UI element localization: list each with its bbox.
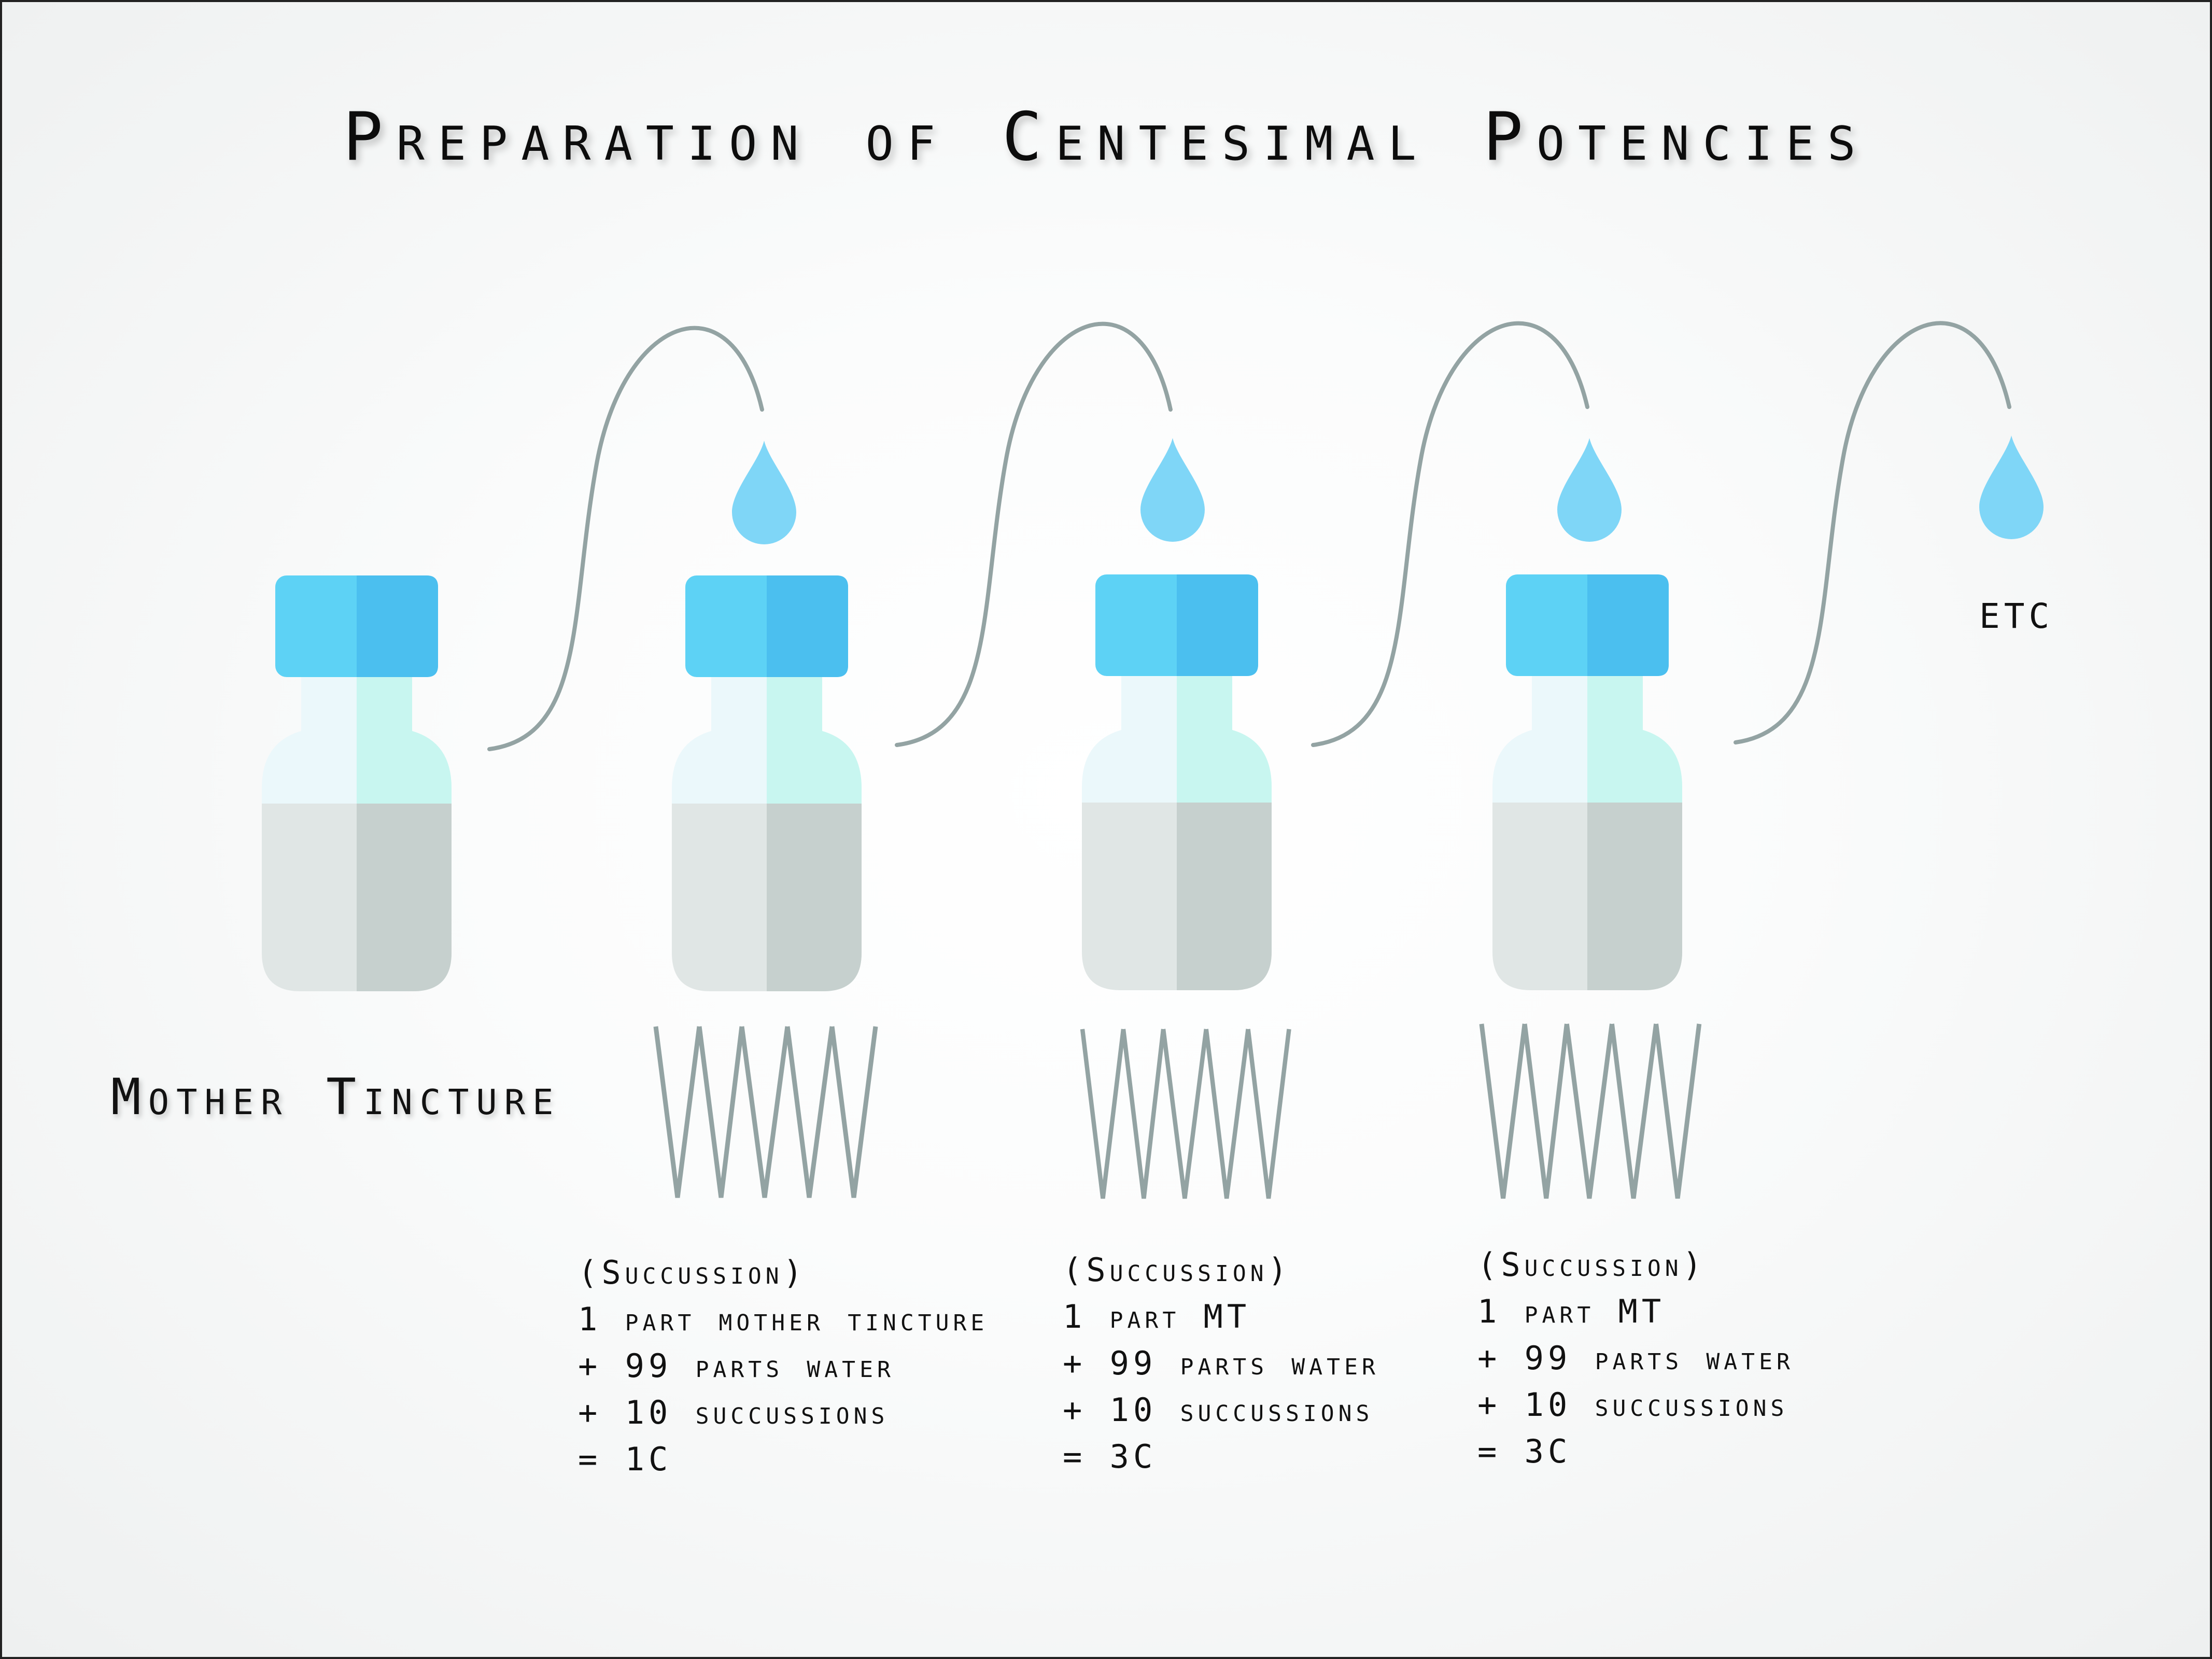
tube-3	[1311, 321, 1589, 747]
succussion-zigzag-icon	[1482, 1024, 1699, 1199]
tube-4	[1734, 321, 2011, 744]
step-heading: (Succussion)	[1477, 1246, 1706, 1284]
drop-icon	[1979, 435, 2044, 539]
etc-label: ETC	[1979, 596, 2054, 636]
drop-icon	[1557, 438, 1622, 542]
step-line: + 99 parts water	[578, 1347, 895, 1385]
step-line: + 99 parts water	[1477, 1339, 1794, 1377]
step-heading: (Succussion)	[1063, 1251, 1291, 1289]
step-result: = 3C	[1063, 1438, 1157, 1475]
succussion-zigzag-icon	[656, 1027, 876, 1198]
step-line: 1 part MT	[1063, 1298, 1251, 1335]
tube-2	[895, 321, 1173, 747]
step-result: = 1C	[578, 1440, 672, 1478]
drop-icon	[1140, 438, 1205, 542]
step-line: + 10 succussions	[1063, 1391, 1374, 1429]
drop-icon	[732, 441, 796, 544]
bottle-icon	[1082, 574, 1272, 990]
page-title: Preparation of Centesimal Potencies	[343, 99, 1869, 176]
step-note-1: (Succussion) 1 part mother tincture + 99…	[578, 1249, 988, 1483]
step-line: 1 part mother tincture	[578, 1300, 989, 1338]
bottle-icon	[262, 575, 452, 991]
bottle-icon	[1492, 574, 1682, 990]
step-line: + 10 succussions	[578, 1394, 889, 1431]
step-line: + 10 succussions	[1477, 1386, 1788, 1424]
step-note-3: (Succussion) 1 part MT + 99 parts water …	[1477, 1242, 1794, 1475]
succussion-zigzag-icon	[1082, 1029, 1289, 1199]
step-line: 1 part MT	[1477, 1292, 1666, 1330]
step-note-2: (Succussion) 1 part MT + 99 parts water …	[1063, 1247, 1379, 1480]
step-heading: (Succussion)	[578, 1254, 807, 1291]
step-result: = 3C	[1477, 1432, 1572, 1470]
step-line: + 99 parts water	[1063, 1344, 1379, 1382]
mother-tincture-label: Mother Tincture	[111, 1068, 561, 1126]
tube-1	[487, 326, 764, 751]
bottle-icon	[672, 575, 862, 991]
